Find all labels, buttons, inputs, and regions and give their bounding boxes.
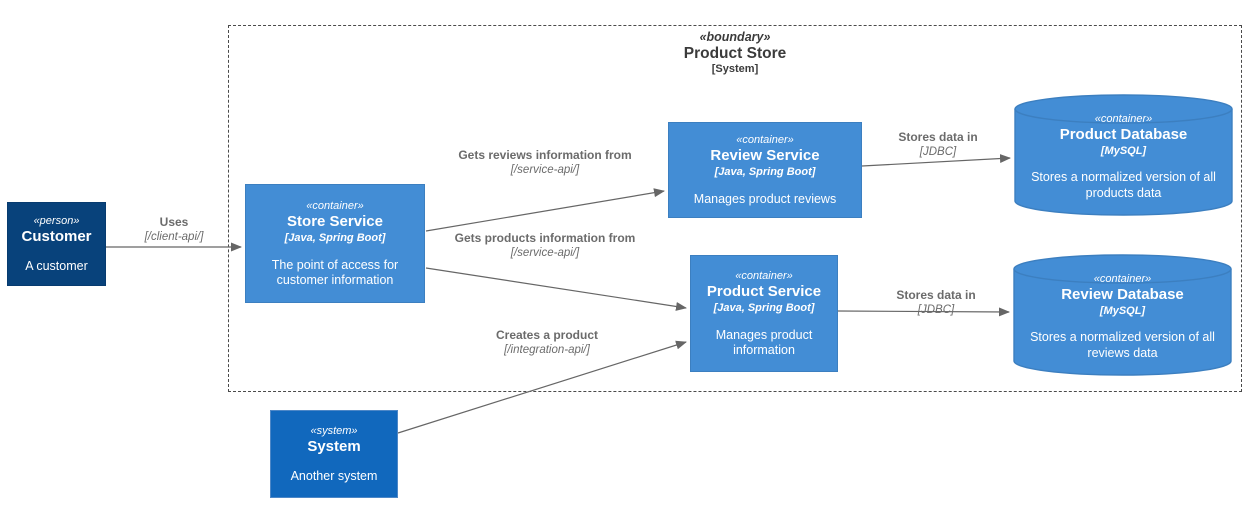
edge-protocol-text: [/integration-api/] xyxy=(504,343,590,356)
edge-label-text: Gets reviews information from xyxy=(458,148,632,162)
node-technology: [Java, Spring Boot] xyxy=(284,232,386,244)
database-cylinder-icon xyxy=(1014,94,1233,216)
node-name: Product Database xyxy=(1059,126,1188,143)
node-description: Manages product information xyxy=(715,328,813,357)
edge-label-creates-product: Creates a product [/integration-api/] xyxy=(447,328,647,357)
edge-label-stores-data-top: Stores data in [JDBC] xyxy=(868,130,1008,159)
node-customer: «person» Customer A customer xyxy=(7,202,106,286)
node-review-service: «container» Review Service [Java, Spring… xyxy=(668,122,862,218)
boundary-type: [System] xyxy=(711,63,759,75)
node-stereotype: «person» xyxy=(33,215,80,227)
database-cylinder-icon xyxy=(1013,254,1232,376)
node-name: Product Service xyxy=(706,283,822,300)
edge-label-stores-data-bottom: Stores data in [JDBC] xyxy=(866,288,1006,317)
edge-label-text: Stores data in xyxy=(896,288,976,302)
node-product-database: «container» Product Database [MySQL] Sto… xyxy=(1014,94,1233,216)
boundary-stereotype: «boundary» xyxy=(699,30,771,44)
node-stereotype: «container» xyxy=(735,270,793,282)
node-technology: [Java, Spring Boot] xyxy=(714,166,816,178)
node-description: Another system xyxy=(290,469,378,483)
system-boundary xyxy=(228,25,1242,392)
system-boundary-label: «boundary» Product Store [System] xyxy=(228,30,1242,76)
node-technology: [MySQL] xyxy=(1100,145,1147,157)
node-name: System xyxy=(307,438,361,455)
node-name: Review Service xyxy=(710,147,820,164)
node-name: Store Service xyxy=(287,213,383,230)
node-review-database: «container» Review Database [MySQL] Stor… xyxy=(1013,254,1232,376)
node-name: Review Database xyxy=(1061,286,1184,303)
edge-label-gets-reviews: Gets reviews information from [/service-… xyxy=(450,148,640,177)
node-stereotype: «container» xyxy=(1093,273,1152,285)
edge-label-text: Creates a product xyxy=(495,328,599,342)
node-store-service: «container» Store Service [Java, Spring … xyxy=(245,184,425,303)
edge-protocol-text: [/service-api/] xyxy=(510,246,580,259)
node-technology: [Java, Spring Boot] xyxy=(713,302,815,314)
node-description: Stores a normalized version of all produ… xyxy=(1031,170,1216,200)
node-description: The point of access for customer informa… xyxy=(271,258,399,287)
edge-protocol-text: [/client-api/] xyxy=(144,230,204,243)
node-system: «system» System Another system xyxy=(270,410,398,498)
node-text: «container» Product Database [MySQL] Sto… xyxy=(1014,112,1233,201)
node-stereotype: «container» xyxy=(736,134,794,146)
node-name: Customer xyxy=(21,228,92,245)
node-description: Manages product reviews xyxy=(693,192,837,206)
boundary-name: Product Store xyxy=(683,45,787,62)
node-stereotype: «container» xyxy=(1094,113,1153,125)
edge-label-text: Uses xyxy=(159,215,189,229)
node-technology: [MySQL] xyxy=(1099,305,1146,317)
edge-protocol-text: [JDBC] xyxy=(917,303,955,316)
node-stereotype: «system» xyxy=(310,425,358,437)
edge-label-text: Gets products information from xyxy=(454,231,636,245)
node-description: Stores a normalized version of all revie… xyxy=(1030,330,1215,360)
node-stereotype: «container» xyxy=(306,200,364,212)
edge-protocol-text: [/service-api/] xyxy=(510,163,580,176)
edge-protocol-text: [JDBC] xyxy=(919,145,957,158)
node-product-service: «container» Product Service [Java, Sprin… xyxy=(690,255,838,372)
edge-label-text: Stores data in xyxy=(898,130,978,144)
edge-label-uses: Uses [/client-api/] xyxy=(114,215,234,244)
node-description: A customer xyxy=(25,259,88,273)
edge-label-gets-products: Gets products information from [/service… xyxy=(450,231,640,260)
node-text: «container» Review Database [MySQL] Stor… xyxy=(1013,272,1232,361)
